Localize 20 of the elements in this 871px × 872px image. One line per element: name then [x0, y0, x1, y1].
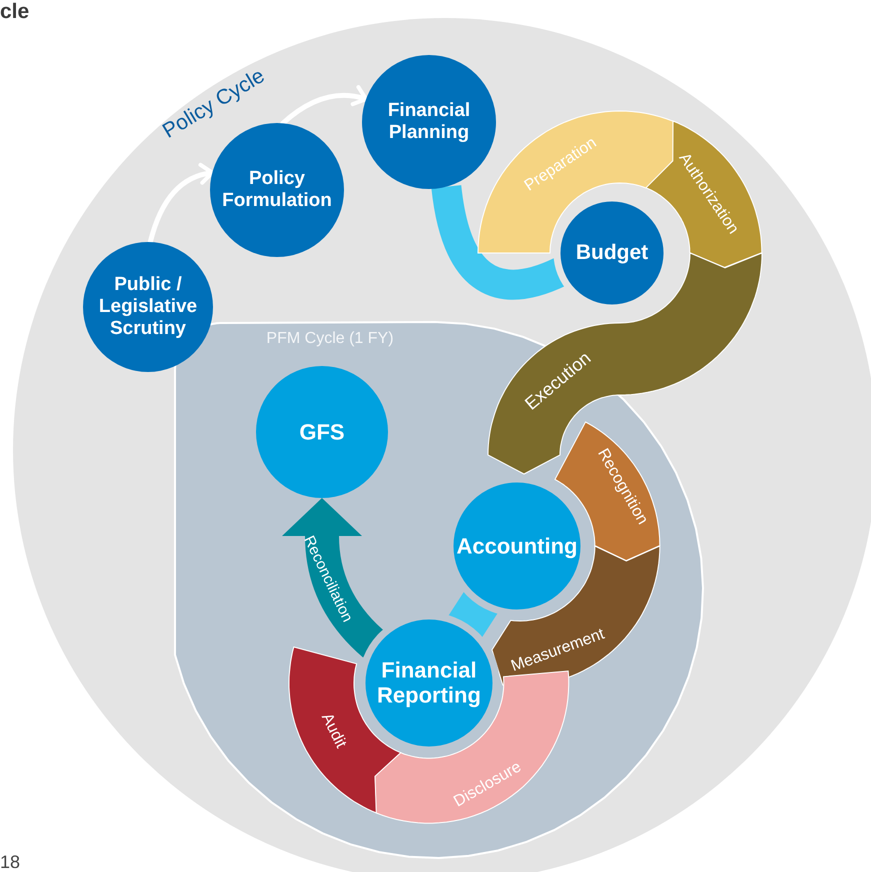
panel-title: PFM Cycle (1 FY)	[266, 330, 394, 348]
process-circle	[256, 366, 388, 498]
arrow	[148, 164, 215, 244]
connector-band	[431, 184, 566, 300]
arc-segment	[646, 121, 762, 268]
title: cle	[0, 0, 30, 24]
circle-label: Financial Reporting	[376, 658, 482, 708]
arrow	[282, 498, 386, 658]
segment-label: Audit	[316, 710, 350, 752]
arrow	[280, 85, 368, 126]
circle-label: Accounting	[456, 533, 578, 559]
circle-label: Policy Formulation	[221, 168, 333, 212]
circle-label: Budget	[574, 240, 650, 266]
circle-label: Financial Planning	[386, 100, 472, 144]
circle-label: Public / Legislative Scrutiny	[98, 274, 198, 340]
connector-band	[448, 592, 498, 638]
page-number: 18	[0, 852, 20, 872]
process-circle	[83, 242, 213, 372]
circle-label: GFS	[298, 419, 346, 445]
process-circle	[362, 55, 496, 189]
